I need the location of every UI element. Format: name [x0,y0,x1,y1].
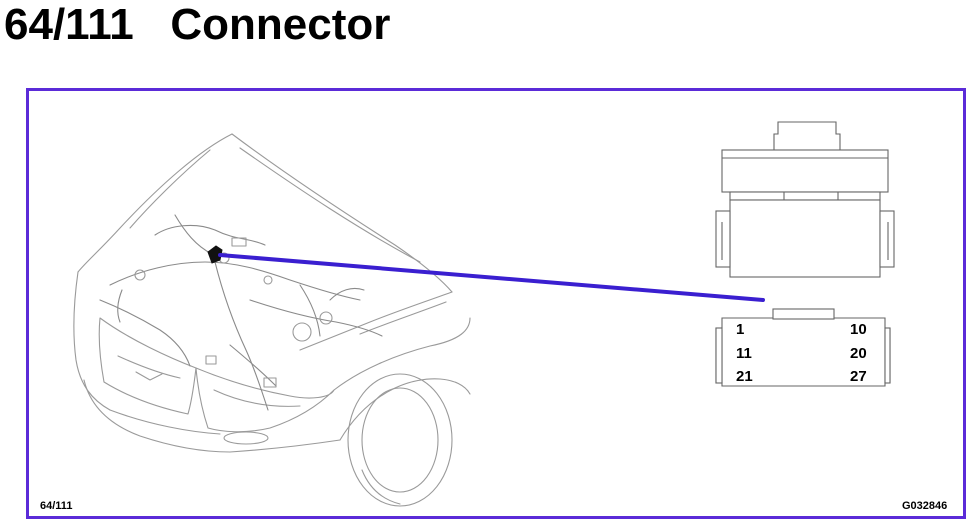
pin-label-20: 20 [850,345,867,362]
connector-diagram: 1 10 11 20 21 27 [73,121,895,507]
leader-line [218,253,765,302]
pin-label-1: 1 [736,321,744,338]
connector-face-view [715,308,891,387]
pin-label-10: 10 [850,321,867,338]
page-title: 64/111 Connector [4,0,391,49]
figure-ref-right: G032846 [902,500,948,512]
figure-ref-left: 64/111 [40,500,73,512]
pin-label-21: 21 [736,368,753,385]
car-front-illustration [73,133,471,507]
connector-side-view [715,121,895,278]
diagram-frame [26,88,966,519]
pin-label-11: 11 [736,345,752,362]
pin-label-27: 27 [850,368,867,385]
